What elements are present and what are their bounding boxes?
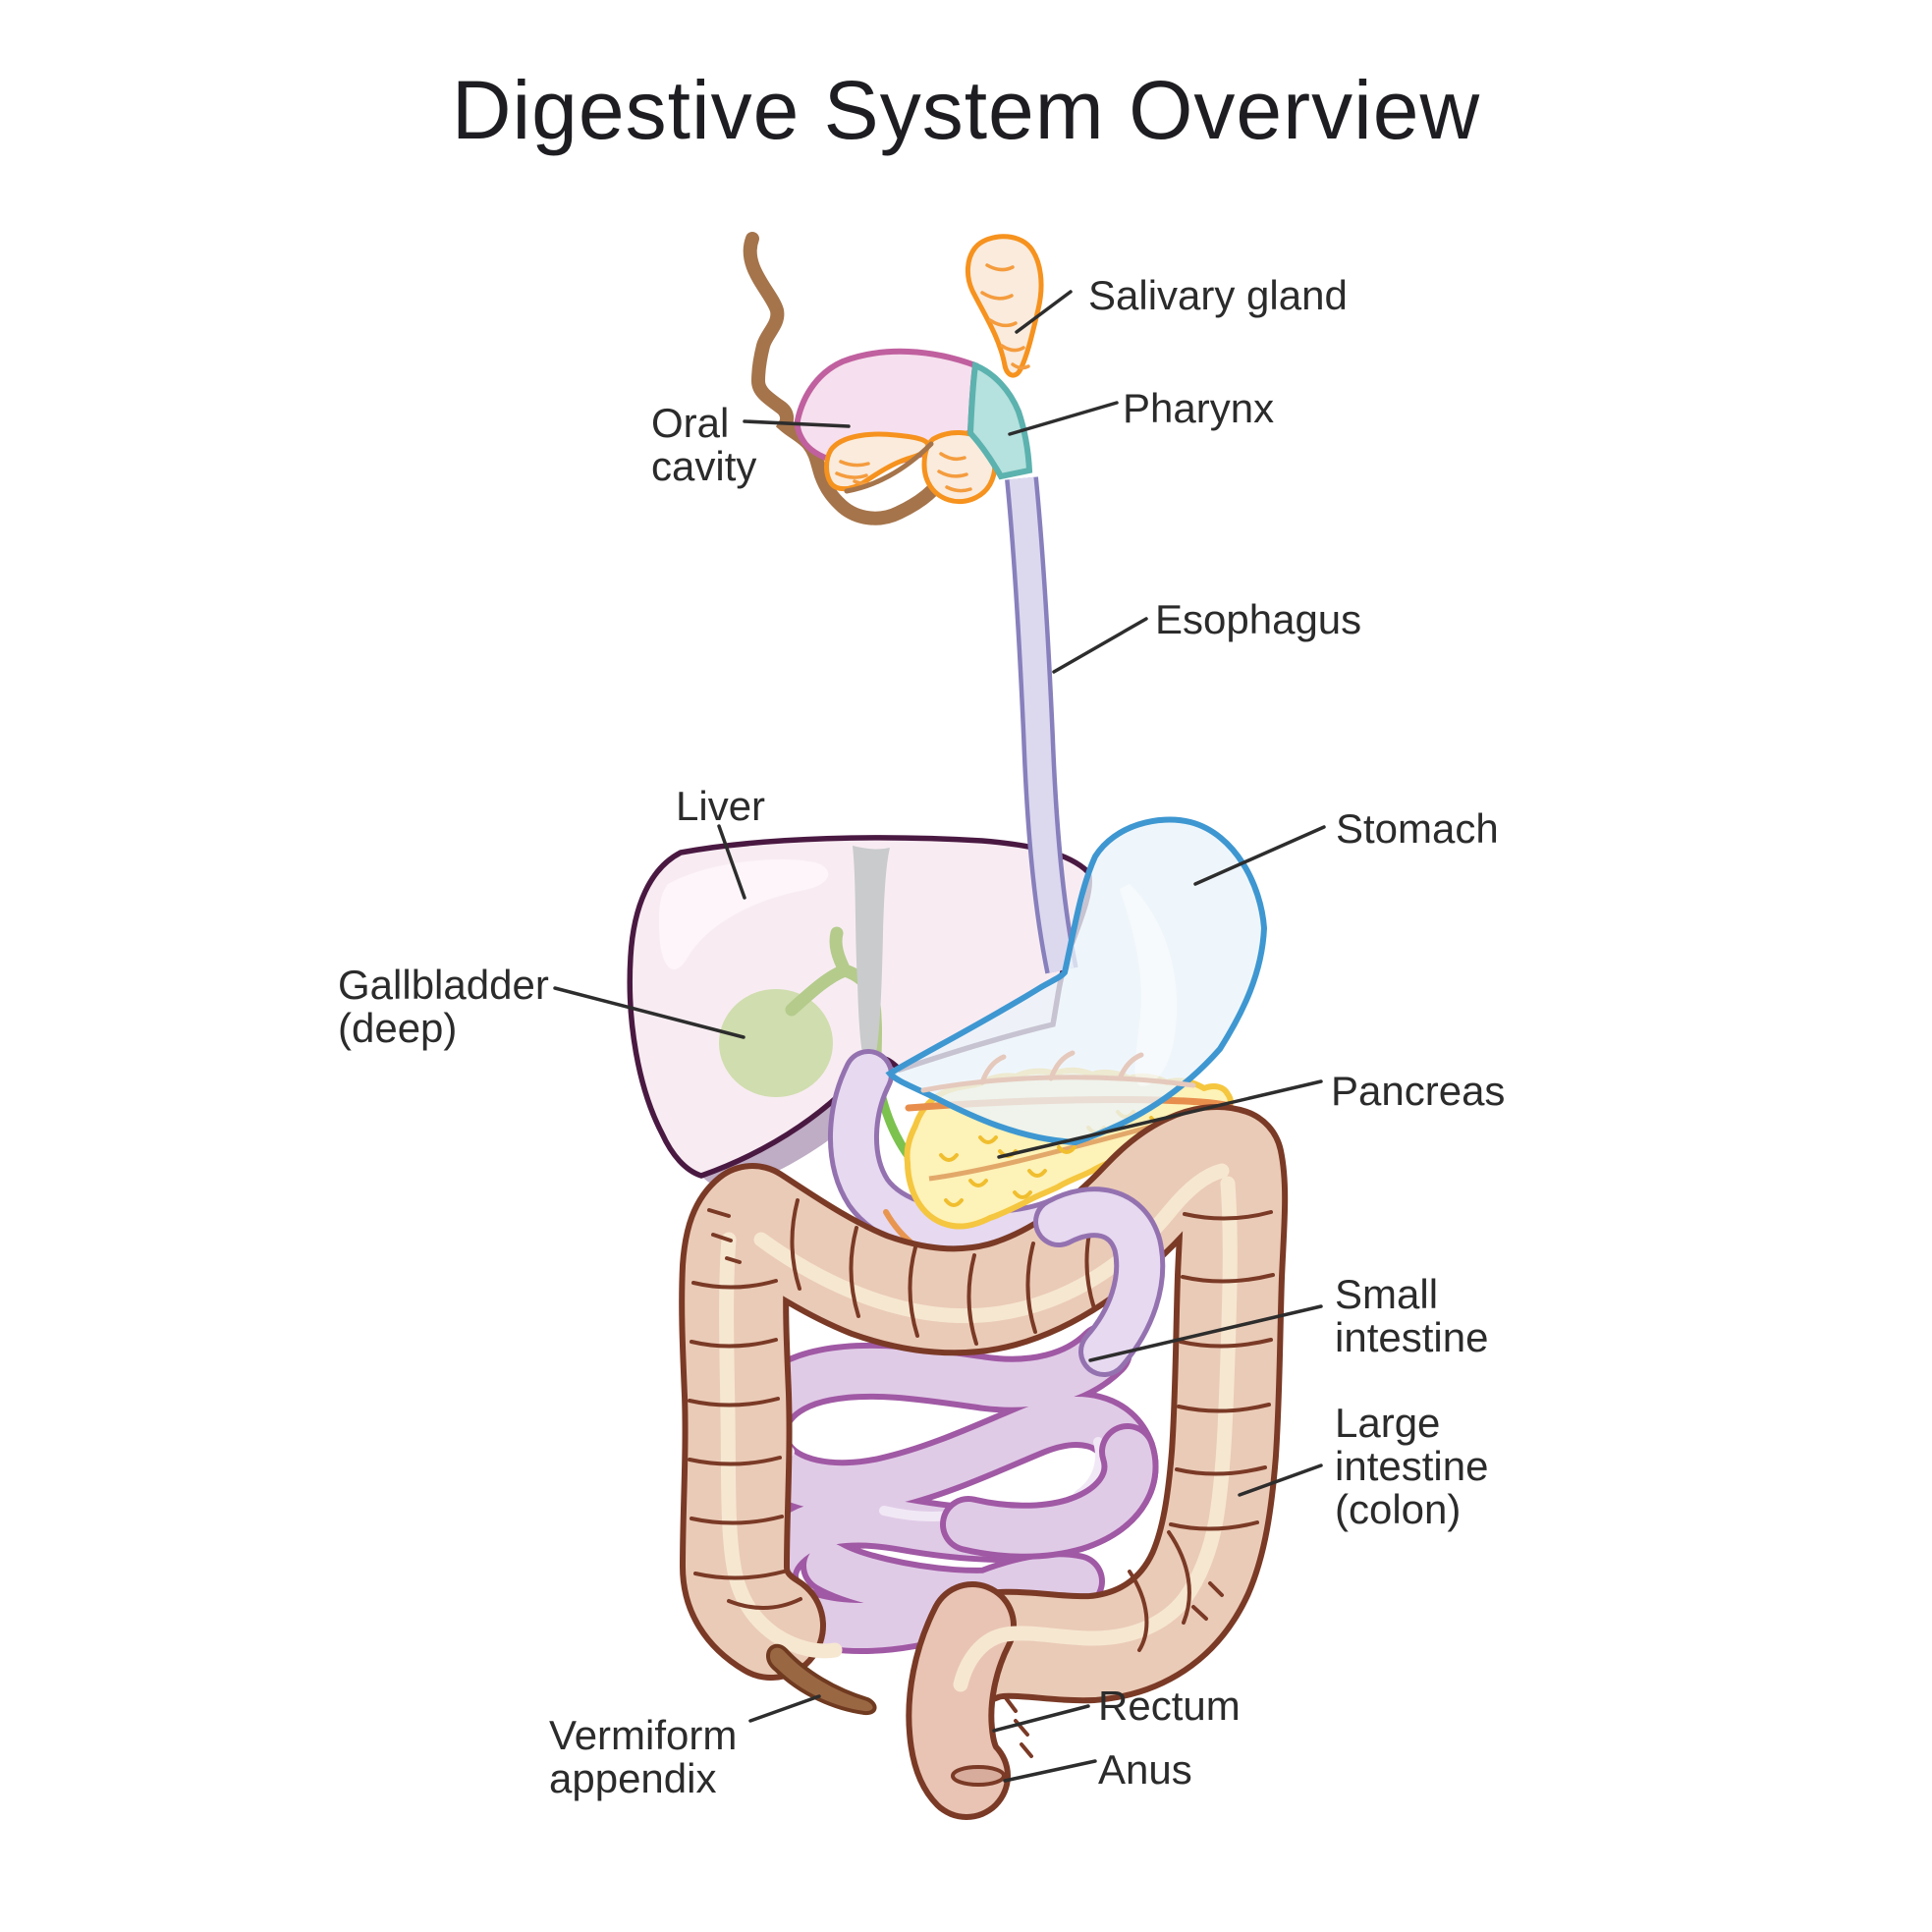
leader-line-salivary-gland <box>1015 290 1073 334</box>
leader-line-pancreas <box>997 1079 1323 1159</box>
label-liver: Liver <box>676 783 766 829</box>
leader-line-pharynx <box>1008 401 1119 436</box>
leader-lines <box>553 290 1326 1783</box>
duodenojejunal-flexure <box>1033 1187 1166 1377</box>
leader-line-large-intestine <box>1238 1463 1323 1497</box>
leader-line-anus <box>1003 1759 1097 1783</box>
leader-line-rectum <box>992 1704 1090 1733</box>
liver-highlight <box>658 858 829 969</box>
label-esophagus: Esophagus <box>1155 596 1362 642</box>
pharynx-shape <box>966 360 1033 480</box>
label-pancreas: Pancreas <box>1331 1068 1506 1114</box>
parotid-gland <box>966 234 1044 378</box>
label-vermiform-appendix: Vermiform appendix <box>549 1712 738 1801</box>
liver-group <box>627 835 1092 1189</box>
leader-line-small-intestine <box>1088 1304 1323 1362</box>
leader-line-gallbladder <box>553 986 745 1039</box>
appendix-shape <box>766 1643 877 1716</box>
sublingual-gland <box>824 431 931 492</box>
ileum-loop <box>940 1423 1159 1560</box>
label-rectum: Rectum <box>1098 1683 1241 1729</box>
label-anus: Anus <box>1098 1746 1192 1793</box>
label-oral-cavity: Oral cavity <box>651 400 757 489</box>
gastric-vessels <box>920 1050 1196 1093</box>
gallbladder-shape <box>719 989 833 1097</box>
leader-line-oral-cavity <box>743 419 851 428</box>
head-profile-line <box>743 232 945 525</box>
leader-line-vermiform-appendix <box>748 1694 821 1723</box>
label-small-intestine: Small intestine <box>1335 1271 1489 1360</box>
stomach-shape <box>885 816 1268 1146</box>
label-pharynx: Pharynx <box>1123 385 1275 431</box>
label-large-intestine: Large intestine (colon) <box>1335 1400 1489 1532</box>
tenia-coli <box>719 1232 843 1659</box>
label-stomach: Stomach <box>1336 805 1499 852</box>
falciform-ligament <box>853 846 890 1053</box>
haustra-creases <box>688 1198 1275 1652</box>
salivary-duct <box>844 441 934 494</box>
small-intestine-shape <box>732 1323 1159 1654</box>
label-gallbladder: Gallbladder (deep) <box>338 962 549 1051</box>
serosa-hatches <box>707 1208 1224 1758</box>
stomach-highlight <box>1120 884 1177 1086</box>
label-salivary-gland: Salivary gland <box>1088 272 1348 318</box>
anus-opening <box>951 1765 1006 1787</box>
esophagus-shape <box>1005 476 1078 974</box>
leader-line-liver <box>717 824 746 900</box>
leader-line-stomach <box>1193 825 1326 886</box>
leader-line-esophagus <box>1052 617 1148 674</box>
page-title: Digestive System Overview <box>451 64 1481 156</box>
